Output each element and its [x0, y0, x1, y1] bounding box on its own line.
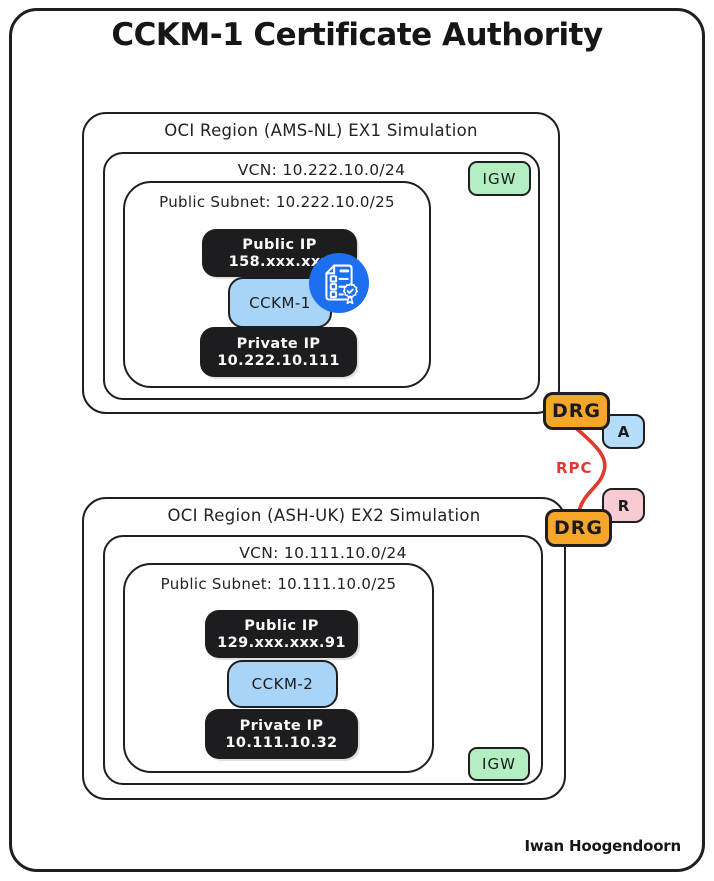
- badge-accept-label: A: [617, 422, 630, 441]
- drg-box-top: DRG: [543, 392, 610, 430]
- igw-label: IGW: [482, 755, 516, 773]
- igw-badge-ex2: IGW: [468, 747, 530, 781]
- region-title: OCI Region (ASH-UK) EX2 Simulation: [167, 506, 481, 525]
- rpc-label: RPC: [556, 459, 593, 477]
- page-title: CCKM-1 Certificate Authority: [111, 17, 603, 53]
- drg-box-bottom: DRG: [545, 509, 612, 547]
- region-title: OCI Region (AMS-NL) EX1 Simulation: [164, 121, 478, 140]
- author-signature: Iwan Hoogendoorn: [524, 837, 682, 855]
- badge-accept: A: [602, 414, 645, 449]
- public-ip-title: Public IP: [242, 236, 317, 253]
- drg-label: DRG: [552, 400, 601, 422]
- public-ip-title: Public IP: [244, 617, 319, 634]
- instance-chip-cckm-2: CCKM-2: [227, 660, 338, 708]
- subnet-label: Public Subnet: 10.222.10.0/25: [159, 193, 395, 211]
- private-ip-title: Private IP: [239, 717, 324, 734]
- vcn-label: VCN: 10.111.10.0/24: [239, 544, 407, 562]
- public-ip-chip-ex2: Public IP 129.xxx.xxx.91: [205, 610, 358, 658]
- drg-label: DRG: [554, 517, 603, 539]
- badge-request-label: R: [617, 496, 630, 515]
- vcn-label: VCN: 10.222.10.0/24: [237, 161, 406, 179]
- private-ip-value: 10.222.10.111: [217, 352, 340, 369]
- instance-label: CCKM-1: [249, 293, 311, 312]
- private-ip-value: 10.111.10.32: [225, 734, 338, 751]
- private-ip-title: Private IP: [236, 335, 321, 352]
- igw-badge-ex1: IGW: [468, 161, 531, 196]
- public-ip-value: 158.xxx.xxx: [228, 253, 331, 270]
- public-ip-value: 129.xxx.xxx.91: [217, 634, 346, 651]
- private-ip-chip-ex1: Private IP 10.222.10.111: [200, 327, 357, 377]
- certificate-icon: [308, 252, 370, 314]
- igw-label: IGW: [482, 169, 517, 188]
- private-ip-chip-ex2: Private IP 10.111.10.32: [205, 709, 358, 759]
- subnet-label: Public Subnet: 10.111.10.0/25: [160, 575, 397, 593]
- instance-label: CCKM-2: [251, 675, 314, 693]
